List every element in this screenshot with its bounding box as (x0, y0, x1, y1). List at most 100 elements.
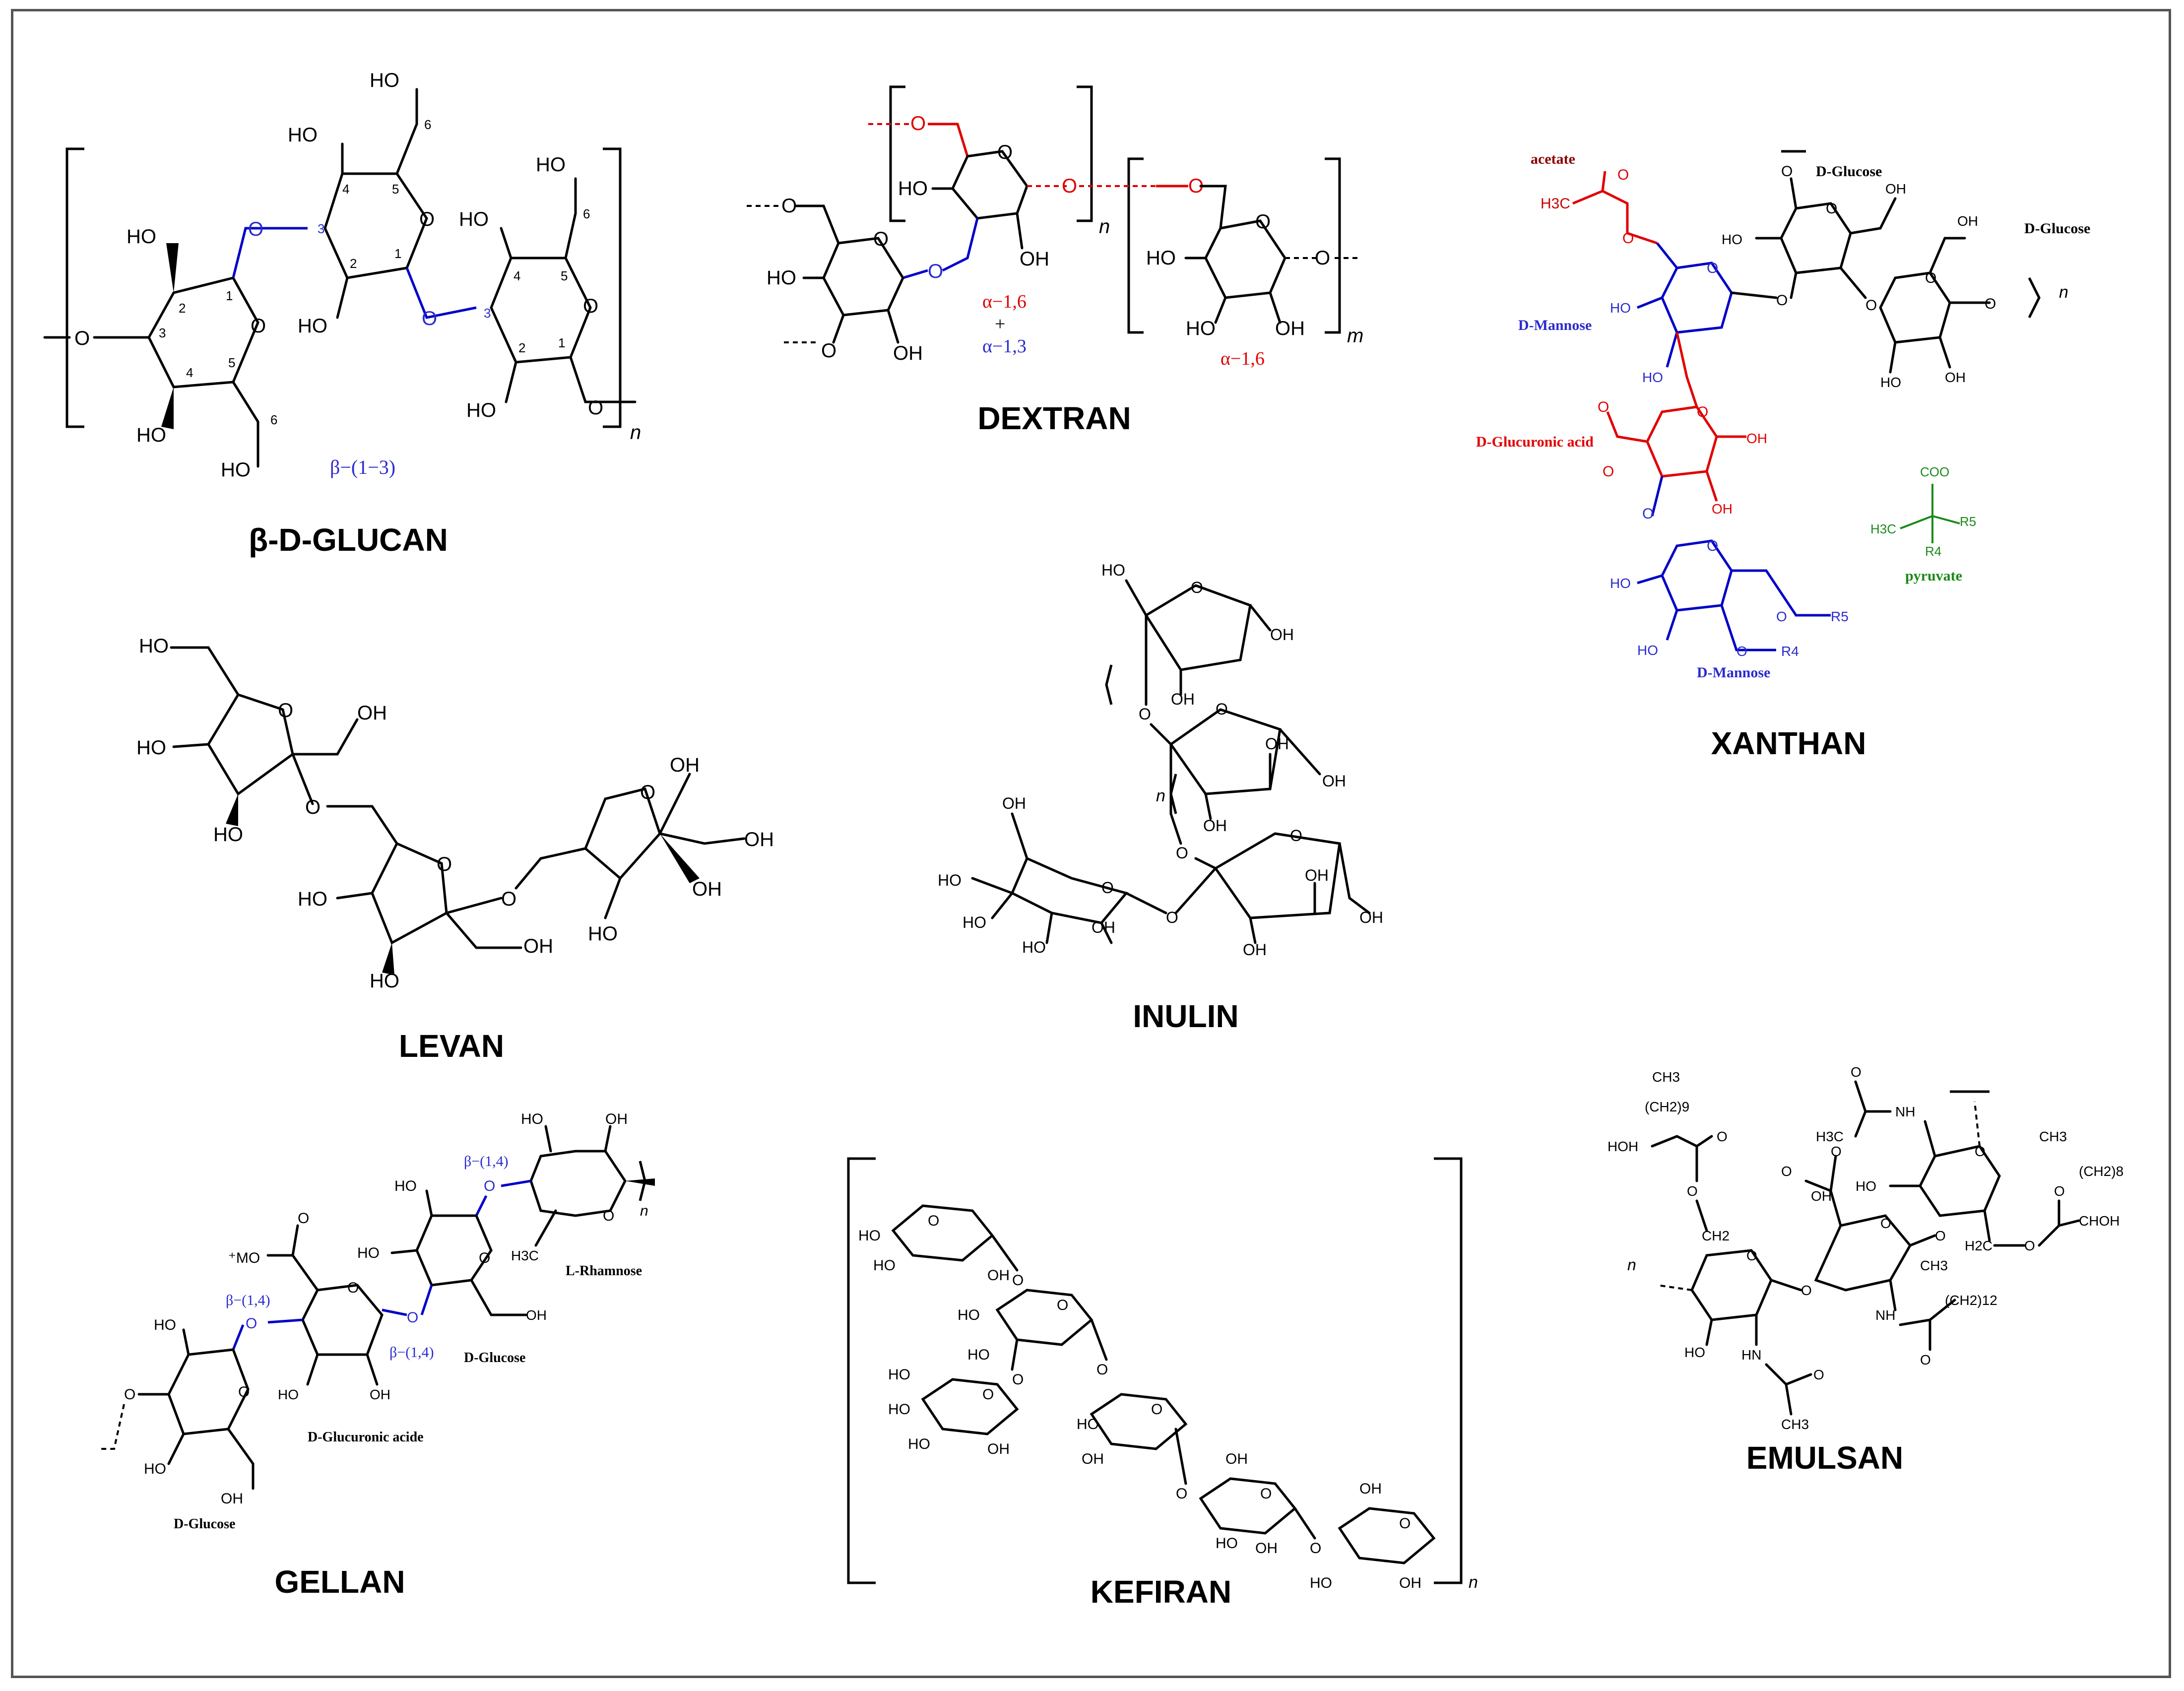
xanthan-pyruvate: pyruvate (1905, 568, 1962, 584)
inulin-o-link2: O (1176, 844, 1188, 862)
glucan-ho-4b: HO (288, 124, 318, 146)
svg-text:1: 1 (394, 246, 401, 261)
emulsan-ho-a: HO (1684, 1345, 1705, 1360)
xanthan-glc2-ho: HO (1880, 375, 1901, 390)
emulsan-ch3-d: CH3 (2039, 1129, 2067, 1144)
emulsan-o-b: O (1687, 1183, 1698, 1199)
glucan-ho-4: HO (136, 424, 166, 446)
kefiran-right-bracket (1434, 1157, 1463, 1584)
emulsan-hoh: HOH (1607, 1139, 1638, 1154)
kefiran-oh-5: OH (1255, 1540, 1278, 1557)
svg-text:1: 1 (226, 288, 233, 303)
dextran-o-end: O (1315, 247, 1330, 269)
gellan-glc1-oh: OH (526, 1307, 547, 1323)
glucan-ring2-o: O (419, 208, 435, 230)
levan-ring2-o: O (437, 853, 452, 875)
inulin-ho-top: HO (1101, 561, 1125, 579)
dextran-ho-d: HO (1186, 318, 1216, 339)
levan-o-link2: O (501, 888, 516, 910)
emulsan-o-f: O (1920, 1352, 1931, 1367)
levan-ho-2: HO (136, 737, 166, 759)
glucan-ho-2: HO (127, 226, 156, 248)
xanthan-acetate-o: O (1617, 167, 1629, 183)
gellan-glc1-ho: HO (394, 1178, 417, 1194)
dextran-plus: + (995, 314, 1005, 334)
gellan-rha-o: O (603, 1208, 614, 1224)
xanthan-glucuronic-acid: D-Glucuronic acid (1476, 434, 1594, 450)
gellan-dglucose-2: D-Glucose (174, 1516, 235, 1532)
levan-o-link1: O (305, 796, 321, 818)
gellan-glc1-ho2: HO (357, 1245, 380, 1261)
emulsan-o-d: O (1781, 1164, 1792, 1179)
xanthan-dmannose-2: D-Mannose (1697, 664, 1770, 681)
levan-ho-4: HO (298, 888, 327, 910)
xanthan-structure: acetate H3C O O O HO HO D-Mannose O O O … (1476, 150, 2090, 761)
levan-ho-3: HO (213, 824, 243, 846)
xanthan-title: XANTHAN (1711, 725, 1866, 761)
glucan-link-o2: O (422, 308, 437, 329)
emulsan-o-a: O (1717, 1129, 1728, 1144)
kefiran-ho-2: HO (873, 1257, 896, 1274)
glucan-ho-4c: HO (459, 208, 489, 230)
xanthan-pyr-r5: R5 (1960, 514, 1976, 529)
svg-text:6: 6 (270, 412, 277, 427)
glucan-ho-6a: HO (221, 459, 251, 481)
kefiran-ho-8: HO (1077, 1416, 1099, 1432)
xanthan-glc1-oh: OH (1885, 181, 1906, 196)
kefiran-ring4-o: O (1151, 1401, 1162, 1418)
dextran-structure: n m O O HO OH O O O O HO OH O α−1,6 + (747, 85, 1363, 436)
inulin-oh-5: OH (1203, 817, 1227, 835)
levan-oh-3: OH (670, 754, 700, 776)
xanthan-dglucose-1: D-Glucose (1816, 163, 1882, 180)
kefiran-n: n (1469, 1573, 1478, 1592)
glucan-ho-2b: HO (298, 315, 327, 337)
kefiran-o-2: O (1012, 1371, 1024, 1388)
xanthan-glc2-o: O (1925, 270, 1936, 286)
emulsan-o-h: O (2024, 1238, 2035, 1253)
kefiran-ho-4: HO (967, 1347, 990, 1363)
emulsan-h2c: H2C (1965, 1238, 1992, 1253)
kefiran-ho-5: HO (888, 1366, 910, 1383)
gellan-title: GELLAN (274, 1564, 405, 1600)
kefiran-ring5-o: O (1260, 1486, 1272, 1502)
xanthan-glc1-ho: HO (1722, 232, 1742, 247)
xanthan-glc1-top-o: O (1781, 163, 1793, 180)
xanthan-man1-ho2: HO (1642, 370, 1663, 385)
emulsan-ch2-a: CH2 (1702, 1228, 1730, 1243)
gellan-glc2-o3: O (124, 1386, 135, 1403)
inulin-glc-oh-2: OH (1092, 918, 1115, 936)
emulsan-nh-c: NH (1895, 1104, 1915, 1119)
inulin-oh-6: OH (1305, 866, 1329, 884)
dextran-oh-a: OH (1020, 248, 1049, 270)
kefiran-oh-7: OH (1399, 1575, 1421, 1591)
gellan-rha-h3c: H3C (511, 1248, 539, 1263)
dextran-ho-a: HO (898, 178, 928, 199)
emulsan-o-e: O (1831, 1144, 1842, 1159)
emulsan-o-g: O (1851, 1064, 1862, 1080)
kefiran-ho-10: HO (1310, 1575, 1332, 1591)
kefiran-ring2-o: O (1057, 1297, 1068, 1313)
glucan-ring1-o: O (251, 315, 266, 337)
glucan-n-label: n (630, 422, 641, 444)
levan-ho-6: HO (588, 923, 618, 945)
inulin-o-link3: O (1166, 909, 1178, 926)
glucan-left-bracket (65, 147, 84, 428)
gellan-glc2-o: O (238, 1384, 250, 1400)
xanthan-glc2-oh2: OH (1945, 370, 1966, 385)
gellan-o-link3: O (246, 1315, 257, 1332)
inulin-oh-8: OH (1243, 941, 1267, 959)
levan-ho-1: HO (139, 635, 169, 657)
inulin-ring3-o: O (1290, 827, 1302, 845)
dextran-ring1-o: O (997, 141, 1013, 163)
xanthan-glc1-o: O (1826, 200, 1837, 217)
dextran-oh-c: OH (1275, 318, 1305, 339)
dextran-ho-c: HO (1146, 247, 1176, 269)
dextran-a16-right: α−1,6 (1220, 348, 1265, 369)
svg-text:5: 5 (392, 182, 399, 196)
dextran-a13-label: α−1,3 (982, 336, 1027, 357)
emulsan-h3c-a: H3C (1816, 1129, 1844, 1144)
levan-ho-5: HO (370, 970, 399, 992)
gellan-gluca-oh: OH (370, 1387, 390, 1402)
